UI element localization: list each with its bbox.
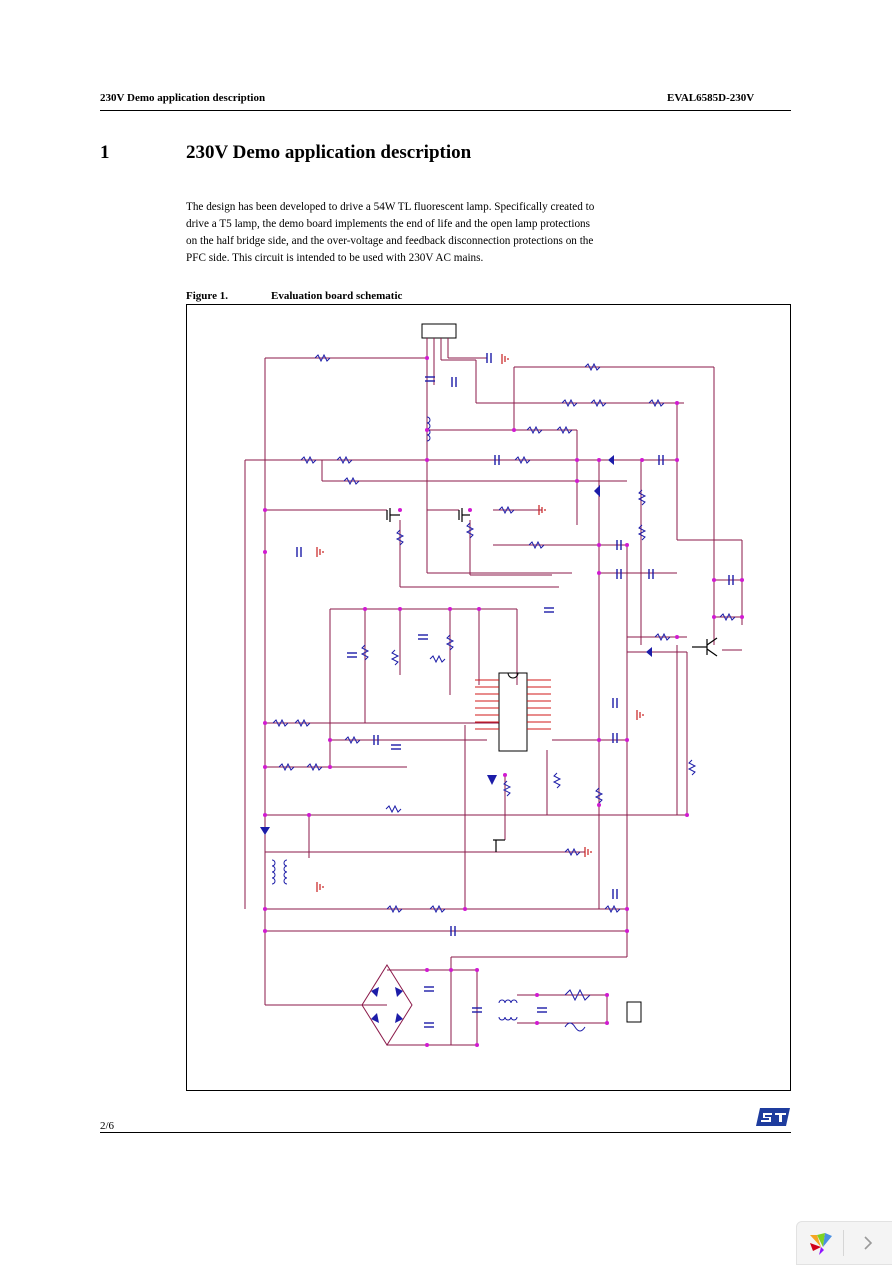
section-title: 230V Demo application description xyxy=(186,142,472,163)
body-line: drive a T5 lamp, the demo board implemen… xyxy=(186,218,590,230)
body-line: PFC side. This circuit is intended to be… xyxy=(186,252,484,264)
body-line: The design has been developed to drive a… xyxy=(186,201,595,213)
body-line: on the half bridge side, and the over-vo… xyxy=(186,235,594,247)
nav-separator xyxy=(843,1230,844,1256)
figure-label: Figure 1. xyxy=(186,290,228,302)
schematic-frame xyxy=(186,304,791,1091)
schematic-diagram xyxy=(244,323,744,1047)
figure-title: Evaluation board schematic xyxy=(271,290,403,302)
viewer-nav-widget[interactable] xyxy=(796,1221,892,1265)
body-paragraph: The design has been developed to drive a… xyxy=(186,199,626,267)
colorful-bird-icon xyxy=(807,1231,835,1262)
section-number: 1 xyxy=(100,142,110,163)
footer-rule xyxy=(100,1132,791,1133)
st-logo-icon xyxy=(754,1104,792,1130)
header-right: EVAL6585D-230V xyxy=(667,92,755,104)
header-rule xyxy=(100,110,791,111)
page-number: 2/6 xyxy=(100,1120,115,1132)
header-left: 230V Demo application description xyxy=(100,92,266,104)
chevron-right-icon[interactable] xyxy=(861,1233,875,1258)
